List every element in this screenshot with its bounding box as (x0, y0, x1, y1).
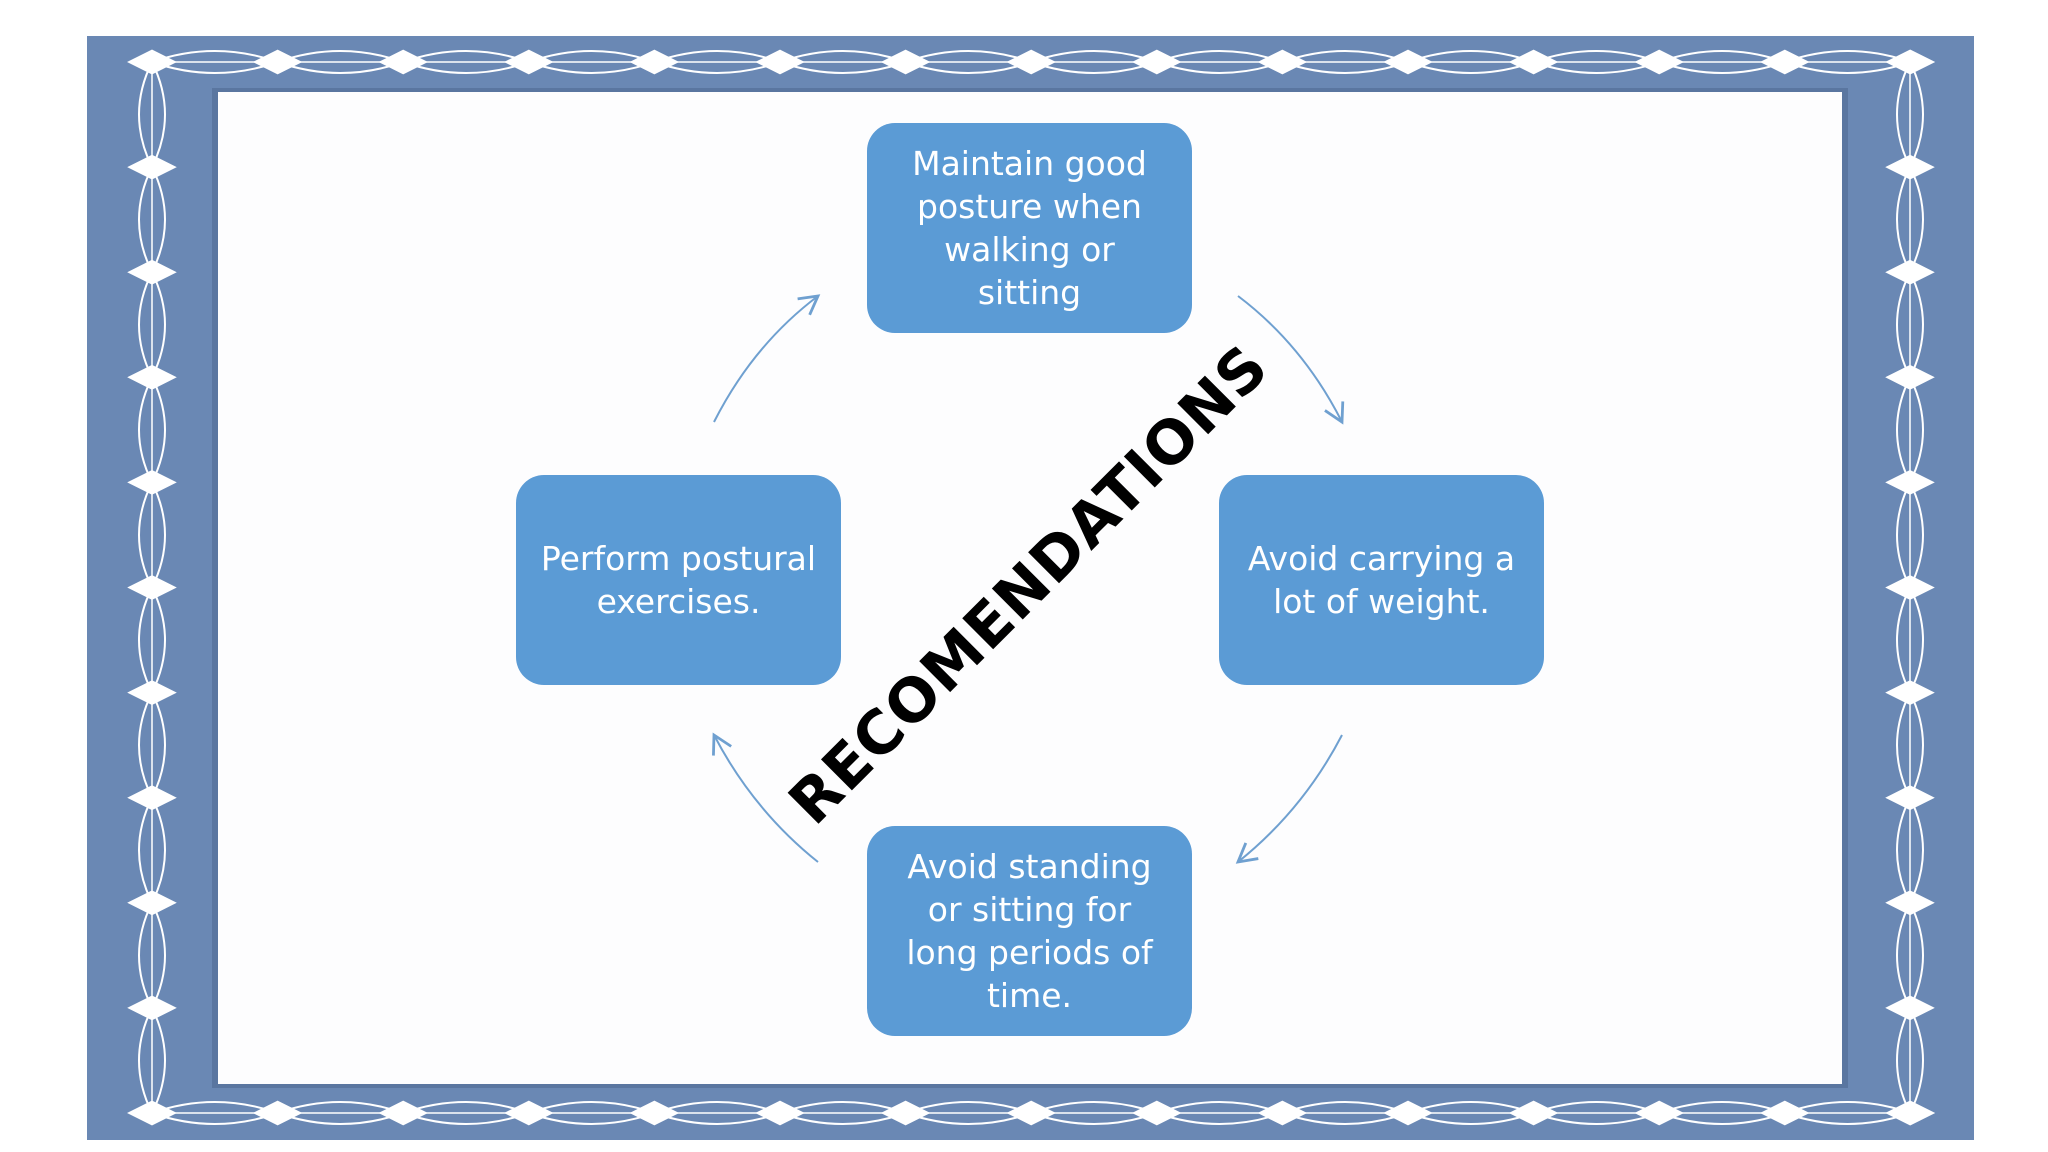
frame-pattern-icon (127, 49, 1936, 1126)
box-top-text: Maintain good posture when walking or si… (912, 144, 1147, 312)
box-bottom-text: Avoid standing or sitting for long perio… (906, 847, 1153, 1015)
box-left-text: Perform postural exercises. (540, 539, 817, 621)
box-maintain-posture: Maintain good posture when walking or si… (867, 123, 1192, 333)
curved-arrow-icon-top-right (1237, 295, 1345, 425)
curved-arrow-icon-bottom-right (1235, 734, 1343, 864)
box-right-text: Avoid carrying a lot of weight. (1247, 539, 1516, 621)
curved-arrow-icon-bottom-left (712, 732, 819, 863)
curved-arrow-icon-top-left (713, 294, 821, 423)
box-avoid-standing: Avoid standing or sitting for long perio… (867, 826, 1192, 1036)
box-avoid-weight: Avoid carrying a lot of weight. (1219, 475, 1544, 685)
box-postural-exercises: Perform postural exercises. (516, 475, 841, 685)
